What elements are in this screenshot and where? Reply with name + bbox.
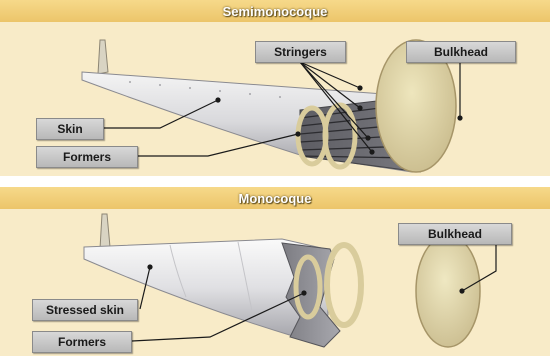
semimonocoque-panel: Semimonocoque: [0, 0, 550, 176]
monocoque-panel: Monocoque: [0, 187, 550, 356]
callout-formers-semimonocoque: Formers: [36, 146, 138, 168]
callout-stressed-skin: Stressed skin: [32, 299, 138, 321]
callout-bulkhead-monocoque: Bulkhead: [398, 223, 512, 245]
former-ring-2: [327, 245, 361, 325]
callout-bulkhead-semimonocoque: Bulkhead: [406, 41, 516, 63]
callout-skin: Skin: [36, 118, 104, 140]
callout-stringers: Stringers: [255, 41, 346, 63]
callout-formers-monocoque: Formers: [32, 331, 132, 353]
tail-fin-shape: [98, 40, 108, 74]
tail-fin-shape: [100, 214, 110, 249]
bulkhead-disc: [416, 235, 480, 347]
